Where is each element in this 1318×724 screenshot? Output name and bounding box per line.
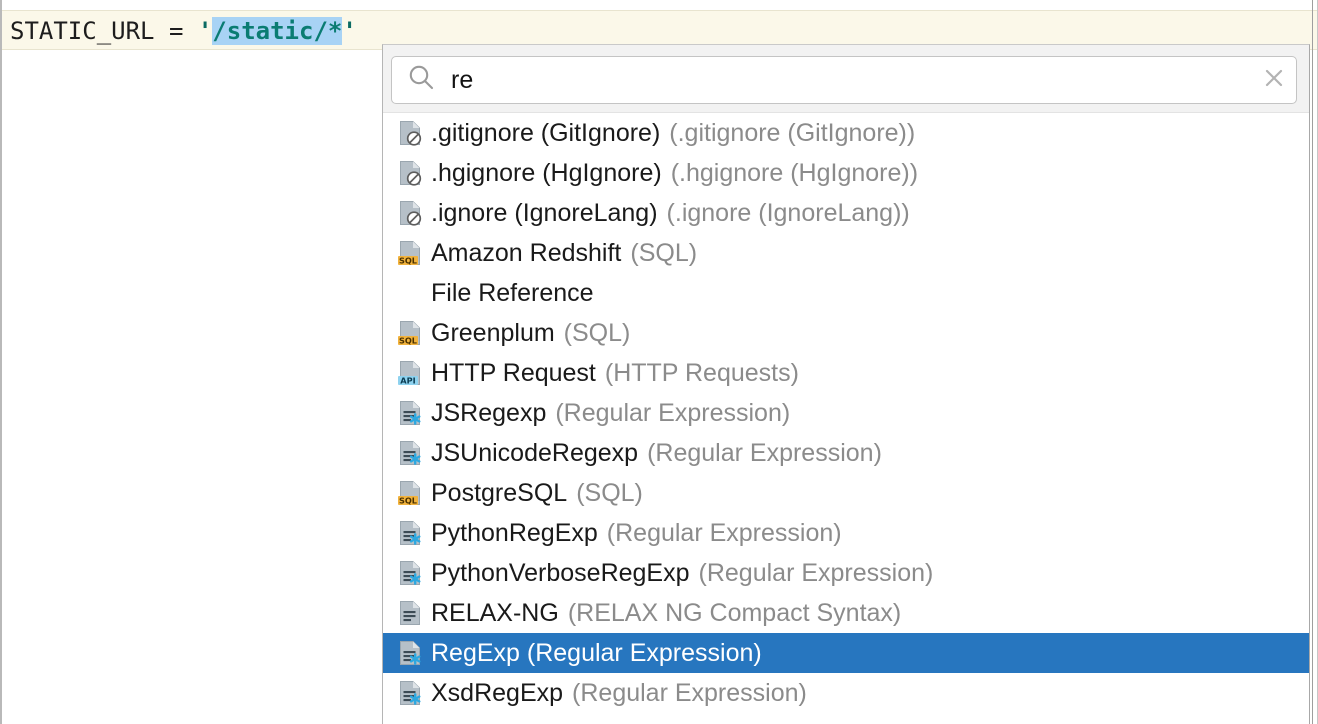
- regexp-file-icon: [397, 440, 423, 466]
- list-item-label: .hgignore (HgIgnore): [431, 158, 662, 187]
- list-item[interactable]: File Reference: [383, 273, 1309, 313]
- regexp-file-icon: [397, 400, 423, 426]
- code-token-quote-close: ': [342, 17, 357, 45]
- svg-text:SQL: SQL: [399, 495, 417, 505]
- search-input-value[interactable]: re: [451, 67, 474, 93]
- list-item[interactable]: PythonRegExp (Regular Expression): [383, 513, 1309, 553]
- list-item-sublabel: (SQL): [563, 318, 631, 347]
- code-token-quote-open: ': [197, 17, 213, 45]
- list-item[interactable]: API HTTP Request (HTTP Requests): [383, 353, 1309, 393]
- close-icon[interactable]: [1262, 66, 1286, 95]
- api-file-icon: API: [397, 360, 423, 386]
- list-item[interactable]: SQL Greenplum (SQL): [383, 313, 1309, 353]
- list-item[interactable]: PythonVerboseRegExp (Regular Expression): [383, 553, 1309, 593]
- list-item-label: RELAX-NG: [431, 598, 559, 627]
- regexp-file-icon: [397, 680, 423, 706]
- list-item[interactable]: .ignore (IgnoreLang) (.ignore (IgnoreLang…: [383, 193, 1309, 233]
- list-item[interactable]: .gitignore (GitIgnore) (.gitignore (GitIg…: [383, 113, 1309, 153]
- regexp-file-icon: [397, 520, 423, 546]
- list-item[interactable]: XsdRegExp (Regular Expression): [383, 673, 1309, 713]
- list-item-label: PythonRegExp: [431, 518, 598, 547]
- list-item[interactable]: .hgignore (HgIgnore) (.hgignore (HgIgnore…: [383, 153, 1309, 193]
- list-item-label: PostgreSQL: [431, 478, 568, 507]
- list-item-label: File Reference: [431, 278, 594, 307]
- svg-text:SQL: SQL: [399, 255, 417, 265]
- list-item-label: .ignore (IgnoreLang): [431, 198, 658, 227]
- list-item-sublabel: (SQL): [576, 478, 643, 507]
- popup-search-header: re: [383, 45, 1309, 113]
- list-item-sublabel: (HTTP Requests): [604, 358, 799, 387]
- code-token-assignment: STATIC_URL =: [10, 17, 198, 45]
- list-item-sublabel: (Regular Expression): [572, 678, 807, 707]
- editor-gutter-divider: [0, 0, 2, 724]
- list-item-label: XsdRegExp: [431, 678, 564, 707]
- list-item[interactable]: JSRegexp (Regular Expression): [383, 393, 1309, 433]
- window-right-border: [1312, 0, 1313, 724]
- sql-file-icon: SQL: [397, 240, 423, 266]
- list-item-label: .gitignore (GitIgnore): [431, 118, 661, 147]
- regexp-file-icon: [397, 640, 423, 666]
- list-item[interactable]: SQL PostgreSQL (SQL): [383, 473, 1309, 513]
- sql-file-icon: SQL: [397, 480, 423, 506]
- list-item-label: RegExp (Regular Expression): [431, 638, 762, 667]
- list-item-label: Amazon Redshift: [431, 238, 622, 267]
- list-item-label: PythonVerboseRegExp: [431, 558, 690, 587]
- list-item[interactable]: SQL Amazon Redshift (SQL): [383, 233, 1309, 273]
- svg-text:SQL: SQL: [399, 335, 417, 345]
- list-item-sublabel: (.gitignore (GitIgnore)): [669, 118, 916, 147]
- search-input[interactable]: re: [391, 56, 1297, 104]
- list-item-label: JSUnicodeRegexp: [431, 438, 639, 467]
- list-item-selected[interactable]: RegExp (Regular Expression): [383, 633, 1309, 673]
- list-item-label: HTTP Request: [431, 358, 596, 387]
- list-item[interactable]: JSUnicodeRegexp (Regular Expression): [383, 433, 1309, 473]
- language-chooser-popup[interactable]: re .gitignore (GitIgnore) (.gitignore (Gi…: [382, 44, 1310, 724]
- list-item-sublabel: (Regular Expression): [606, 518, 842, 547]
- list-item-sublabel: (.ignore (IgnoreLang)): [666, 198, 910, 227]
- list-item-sublabel: (RELAX NG Compact Syntax): [567, 598, 902, 627]
- svg-text:API: API: [400, 375, 415, 385]
- list-item-sublabel: (SQL): [630, 238, 698, 267]
- sql-file-icon: SQL: [397, 320, 423, 346]
- ignore-file-icon: [397, 120, 423, 146]
- list-item-sublabel: (.hgignore (HgIgnore)): [670, 158, 919, 187]
- regexp-file-icon: [397, 560, 423, 586]
- code-token-selected-string[interactable]: /static/*: [212, 17, 343, 45]
- list-item-label: JSRegexp: [431, 398, 547, 427]
- plain-file-icon: [397, 600, 423, 626]
- list-item-label: Greenplum: [431, 318, 555, 347]
- list-item-sublabel: (Regular Expression): [647, 438, 882, 467]
- ignore-file-icon: [397, 160, 423, 186]
- code-line[interactable]: STATIC_URL = '/static/*': [10, 14, 357, 48]
- list-item-sublabel: (Regular Expression): [555, 398, 791, 427]
- list-item-sublabel: (Regular Expression): [698, 558, 934, 587]
- search-icon: [408, 64, 435, 96]
- ignore-file-icon: [397, 200, 423, 226]
- language-list[interactable]: .gitignore (GitIgnore) (.gitignore (GitIg…: [383, 113, 1309, 724]
- list-item[interactable]: RELAX-NG (RELAX NG Compact Syntax): [383, 593, 1309, 633]
